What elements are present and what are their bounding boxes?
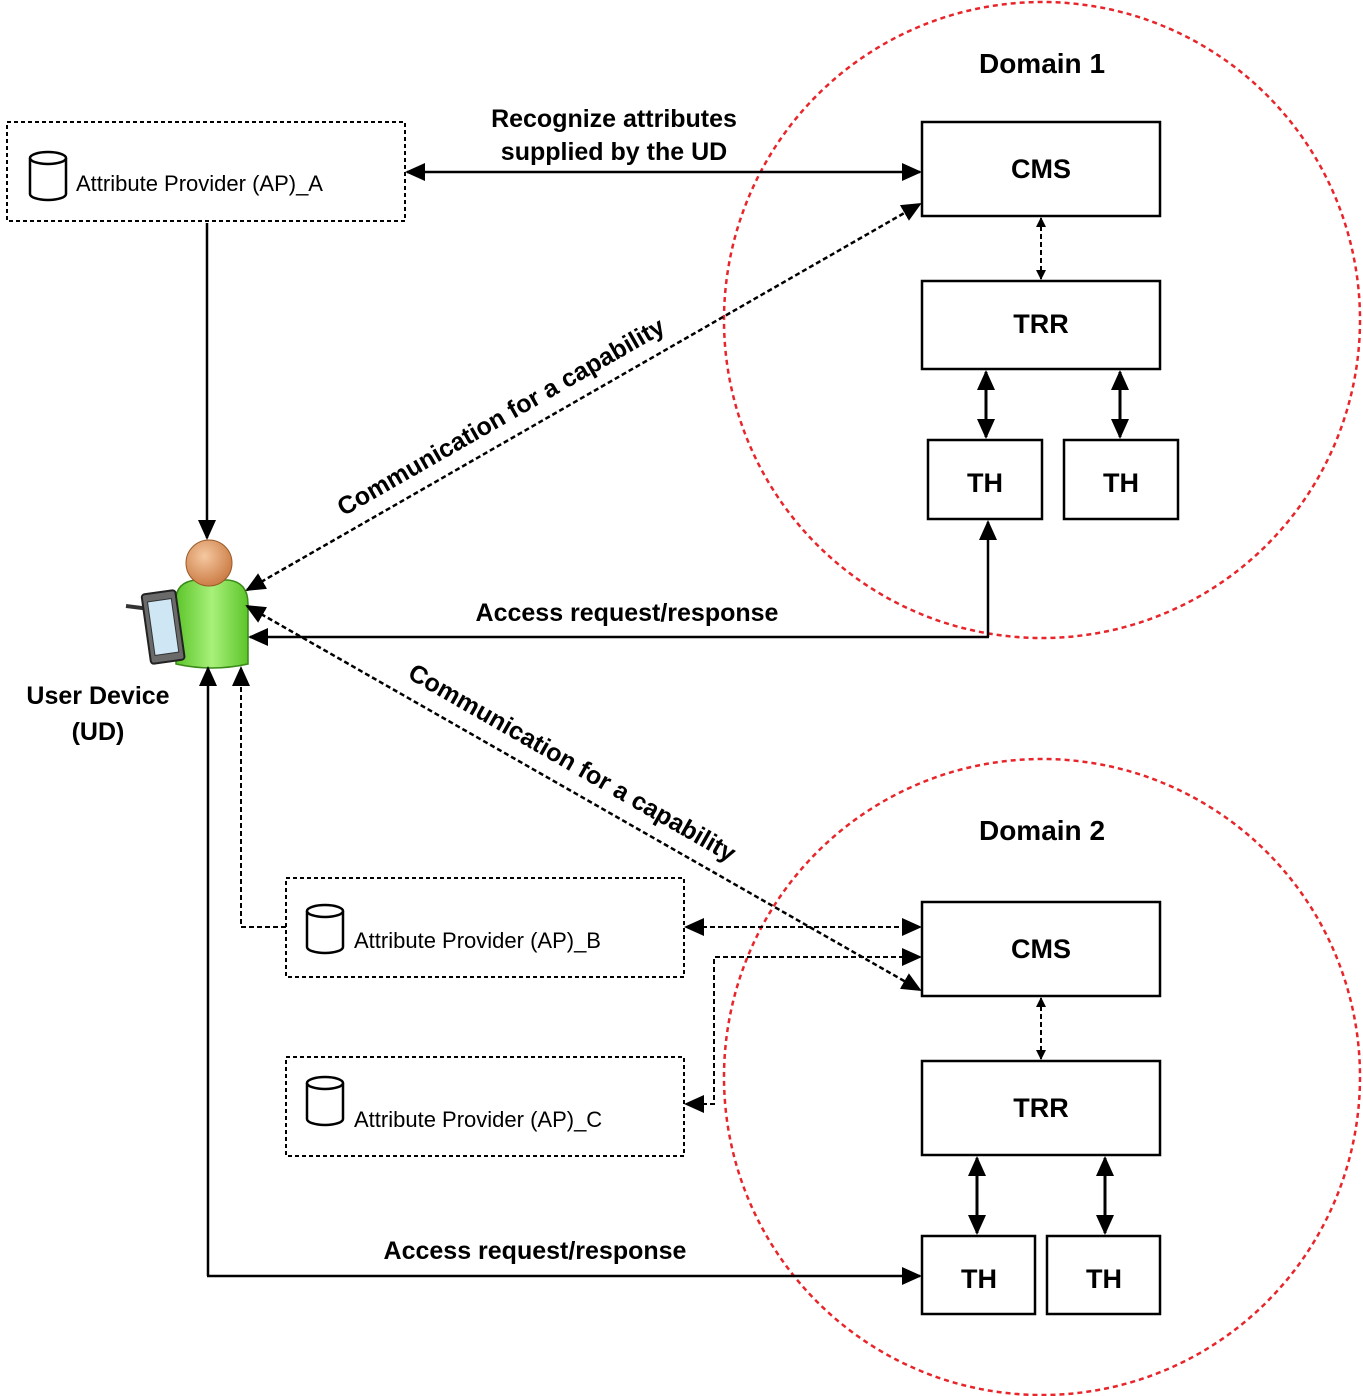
domain-2-th-right: TH [1045,1234,1162,1316]
domain-1-th-left: TH [926,438,1044,521]
svg-text:CMS: CMS [1011,934,1071,964]
user-device-label-line1: User Device [26,682,169,710]
svg-text:Attribute Provider (AP)_A: Attribute Provider (AP)_A [76,171,323,196]
database-icon [305,1075,345,1127]
svg-text:TRR: TRR [1013,309,1069,339]
communication-label-2: Communication for a capability [403,658,740,867]
svg-text:Attribute Provider (AP)_B: Attribute Provider (AP)_B [354,928,601,953]
user-device-label-line2: (UD) [72,718,125,746]
domain-2-th-left: TH [920,1234,1037,1316]
cms2-ap-c-link [684,948,922,1113]
recognize-label-line2: supplied by the UD [501,138,727,166]
domain-2-boundary [722,757,1362,1396]
domain-2-trr: TRR [920,1059,1162,1157]
user-device-icon [125,539,249,669]
database-icon [305,903,345,955]
domain-1-boundary [722,0,1362,640]
attribute-provider-b: Attribute Provider (AP)_B [285,877,685,978]
ud-cms2-communication-link [245,604,922,992]
domain-2-title: Domain 2 [979,815,1105,846]
svg-text:TH: TH [1086,1264,1122,1294]
domain-1-th-right: TH [1062,438,1180,521]
ap-b-ud-link [232,666,286,928]
svg-text:TRR: TRR [1013,1093,1069,1123]
svg-text:TH: TH [1103,468,1139,498]
domain-1-trr: TRR [920,279,1162,371]
access-label-1: Access request/response [476,599,779,627]
domain-2-cms: CMS [920,900,1162,998]
database-icon [28,150,68,202]
svg-text:Attribute Provider (AP)_C: Attribute Provider (AP)_C [354,1107,602,1132]
access-label-2: Access request/response [384,1237,687,1265]
svg-text:CMS: CMS [1011,154,1071,184]
domain-1-title: Domain 1 [979,48,1105,79]
svg-text:TH: TH [961,1264,997,1294]
attribute-provider-c: Attribute Provider (AP)_C [285,1056,685,1157]
ud-cms1-communication-link [245,202,922,592]
communication-label-1: Communication for a capability [333,312,670,521]
attribute-provider-a: Attribute Provider (AP)_A [6,121,406,222]
domain-1-cms: CMS [920,120,1162,218]
svg-text:TH: TH [967,468,1003,498]
recognize-label-line1: Recognize attributes [491,105,737,133]
